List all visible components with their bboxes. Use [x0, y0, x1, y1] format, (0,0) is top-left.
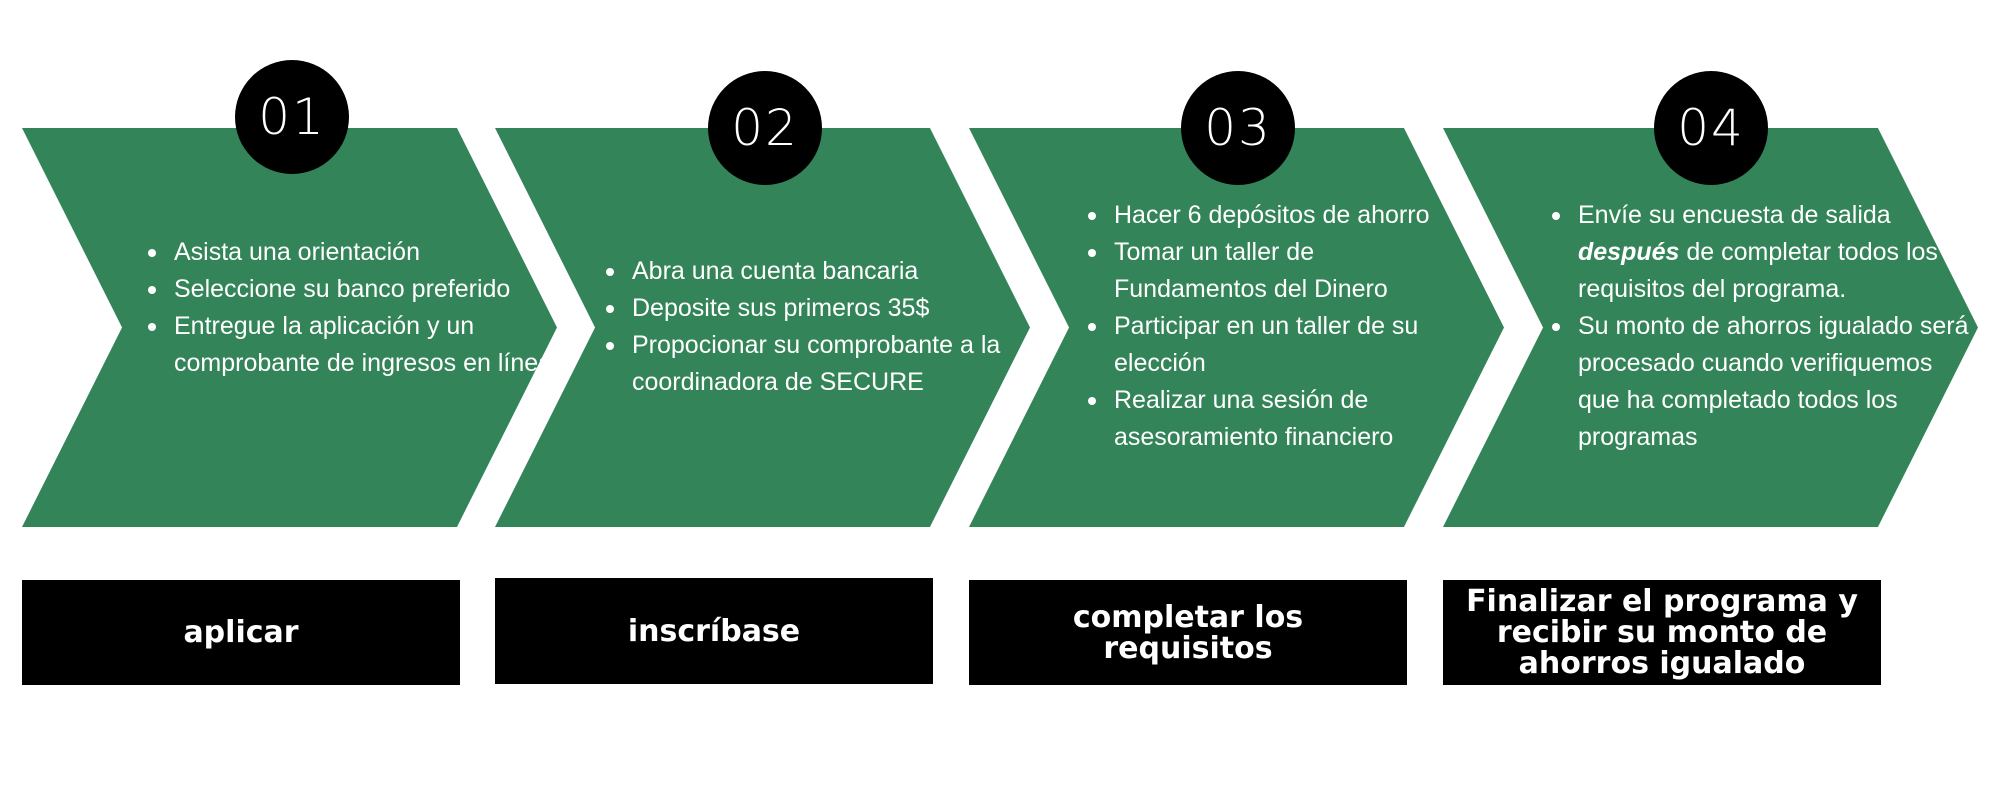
step-1-chevron: [22, 128, 557, 527]
step-1-bullet: Asista una orientación: [148, 234, 574, 271]
step-2-bullet-list: Abra una cuenta bancaria Deposite sus pr…: [598, 253, 1042, 401]
step-3-bullet: Hacer 6 depósitos de ahorro: [1088, 197, 1444, 234]
step-4-chevron: [1443, 128, 1978, 527]
step-2-bullet: Abra una cuenta bancaria: [606, 253, 1042, 290]
step-3-label: completar los requisitos: [969, 580, 1407, 685]
step-4-bullet-text: de completar todos los requisitos del pr…: [1578, 238, 1938, 303]
step-2-chevron: [495, 128, 1030, 527]
step-2-bullet: Propocionar su comprobante a la coordina…: [606, 327, 1042, 401]
step-2-label: inscríbase: [495, 578, 933, 684]
step-4-bullet: Envíe su encuesta de salida después de c…: [1552, 197, 1980, 308]
step-3-bullet: Participar en un taller de su elección: [1088, 308, 1444, 382]
step-1-bullet: Entregue la aplicación y un comprobante …: [148, 308, 574, 382]
step-4-bullet-list: Envíe su encuesta de salida después de c…: [1544, 197, 1980, 456]
step-4-bullet-text: Envíe su encuesta de salida: [1578, 201, 1891, 229]
step-1-bullet-list: Asista una orientación Seleccione su ban…: [140, 234, 574, 382]
emphasis-text: después: [1578, 238, 1680, 266]
step-3-bullet: Tomar un taller de Fundamentos del Diner…: [1088, 234, 1444, 308]
step-2-bullet: Deposite sus primeros 35$: [606, 290, 1042, 327]
step-3-bullet: Realizar una sesión de asesoramiento fin…: [1088, 382, 1444, 456]
step-3-chevron: [969, 128, 1504, 527]
step-3-number-badge: 03: [1181, 71, 1295, 185]
step-3-bullet-list: Hacer 6 depósitos de ahorro Tomar un tal…: [1080, 197, 1444, 456]
step-1-bullet: Seleccione su banco preferido: [148, 271, 574, 308]
step-1-label: aplicar: [22, 580, 460, 685]
step-4-bullet: Su monto de ahorros igualado será proces…: [1552, 308, 1980, 456]
step-2-number-badge: 02: [708, 71, 822, 185]
step-1-number-badge: 01: [235, 60, 349, 174]
step-4-number-badge: 04: [1654, 71, 1768, 185]
step-4-label: Finalizar el programa y recibir su monto…: [1443, 580, 1881, 685]
